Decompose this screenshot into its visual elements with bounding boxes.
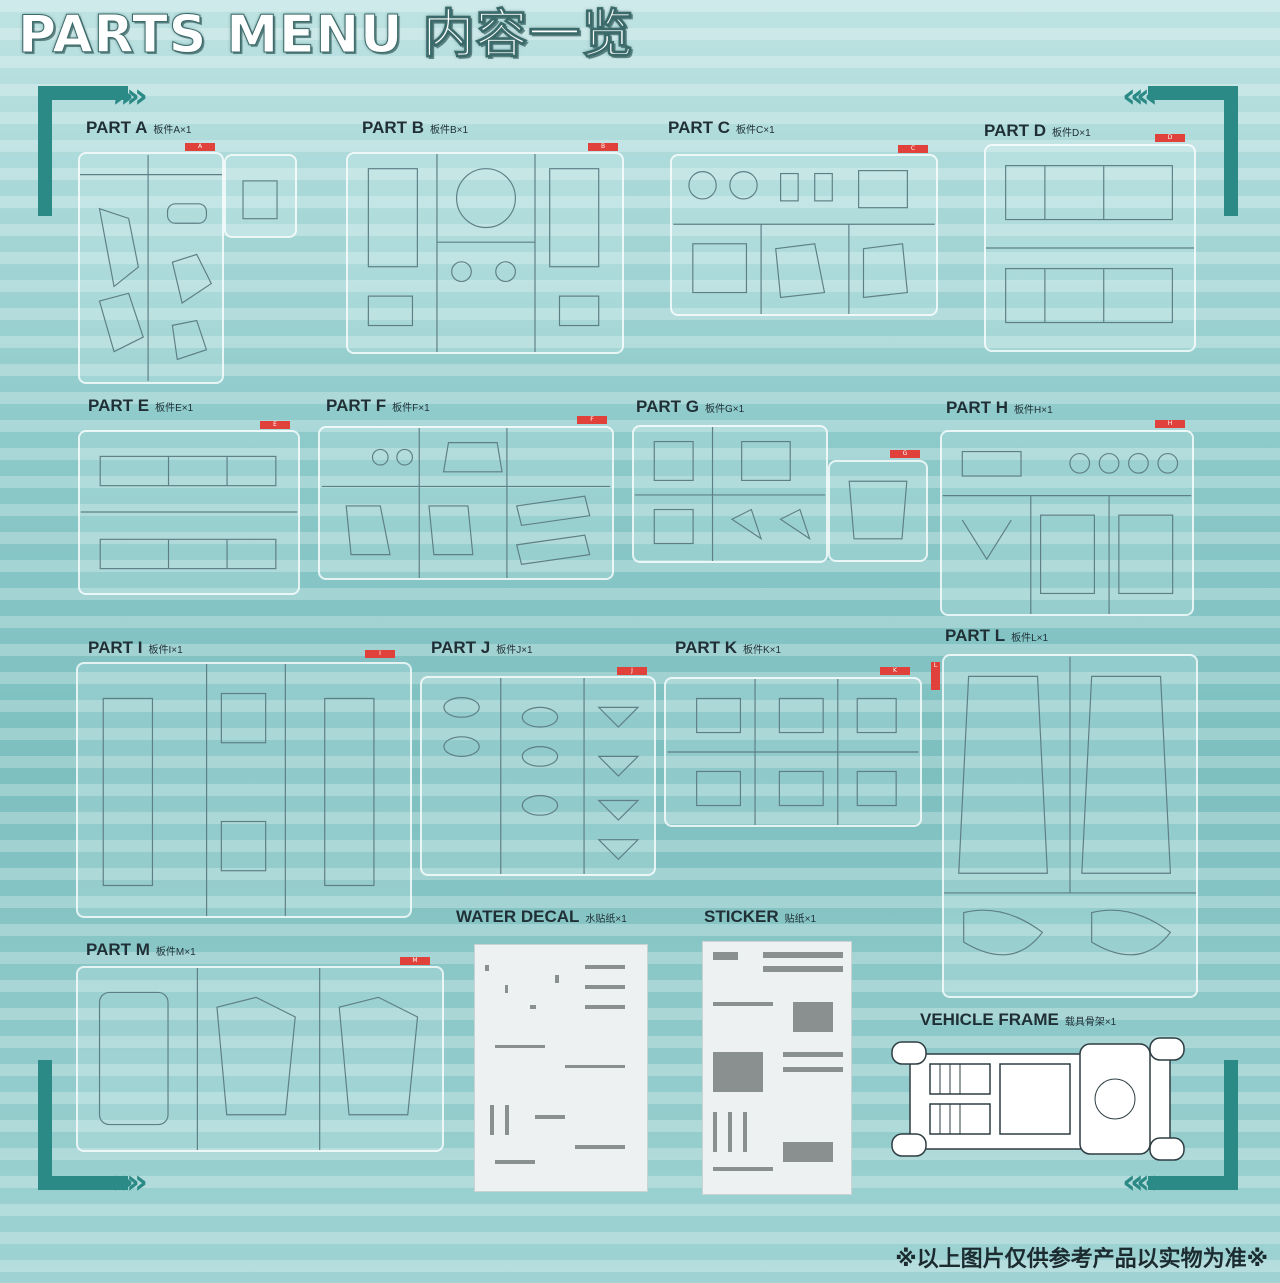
part-j-runner	[420, 676, 656, 876]
part-c-tag: C	[898, 145, 928, 153]
chevron-right-icon: »»	[112, 1162, 148, 1202]
part-k-tag: K	[880, 667, 910, 675]
part-m-runner	[76, 966, 444, 1152]
part-b-tag: B	[588, 143, 618, 151]
part-i-tag: I	[365, 650, 395, 658]
water-decal-sheet	[474, 944, 648, 1192]
part-g-tag: G	[890, 450, 920, 458]
part-a-runner	[78, 152, 224, 384]
part-k-runner	[664, 677, 922, 827]
part-g-runner	[632, 425, 828, 563]
page-title: PARTS MENU 内容一览	[17, 5, 635, 66]
part-c-runner	[670, 154, 938, 316]
corner-bracket-top-left	[38, 86, 148, 216]
corner-bracket-bottom-right	[1128, 1060, 1238, 1190]
part-b-runner	[346, 152, 624, 354]
chevron-right-icon: »»	[112, 76, 148, 116]
part-g-runner-small	[828, 460, 928, 562]
part-d-tag: D	[1155, 134, 1185, 142]
part-e-runner	[78, 430, 300, 595]
part-l-runner	[942, 654, 1198, 998]
footer-disclaimer: ※以上图片仅供参考产品以实物为准※	[895, 1247, 1268, 1272]
chevron-left-icon: ««	[1122, 1162, 1158, 1202]
sprue-drawing	[80, 155, 222, 381]
part-a-tag: A	[185, 143, 215, 151]
part-e-tag: E	[260, 421, 290, 429]
part-h-runner	[940, 430, 1194, 616]
chevron-left-icon: ««	[1122, 76, 1158, 116]
sticker-sheet	[702, 941, 852, 1195]
part-f-runner	[318, 426, 614, 580]
part-a-runner-small	[224, 154, 297, 238]
part-m-tag: M	[400, 957, 430, 965]
part-h-tag: H	[1155, 420, 1185, 428]
vehicle-frame-image	[890, 1034, 1188, 1166]
corner-bracket-bottom-left	[38, 1060, 148, 1190]
part-f-tag: F	[577, 416, 607, 424]
corner-bracket-top-right	[1128, 86, 1238, 216]
part-j-tag: J	[617, 667, 647, 675]
part-d-runner	[984, 144, 1196, 352]
part-i-runner	[76, 662, 412, 918]
part-l-tag: L	[931, 662, 940, 690]
